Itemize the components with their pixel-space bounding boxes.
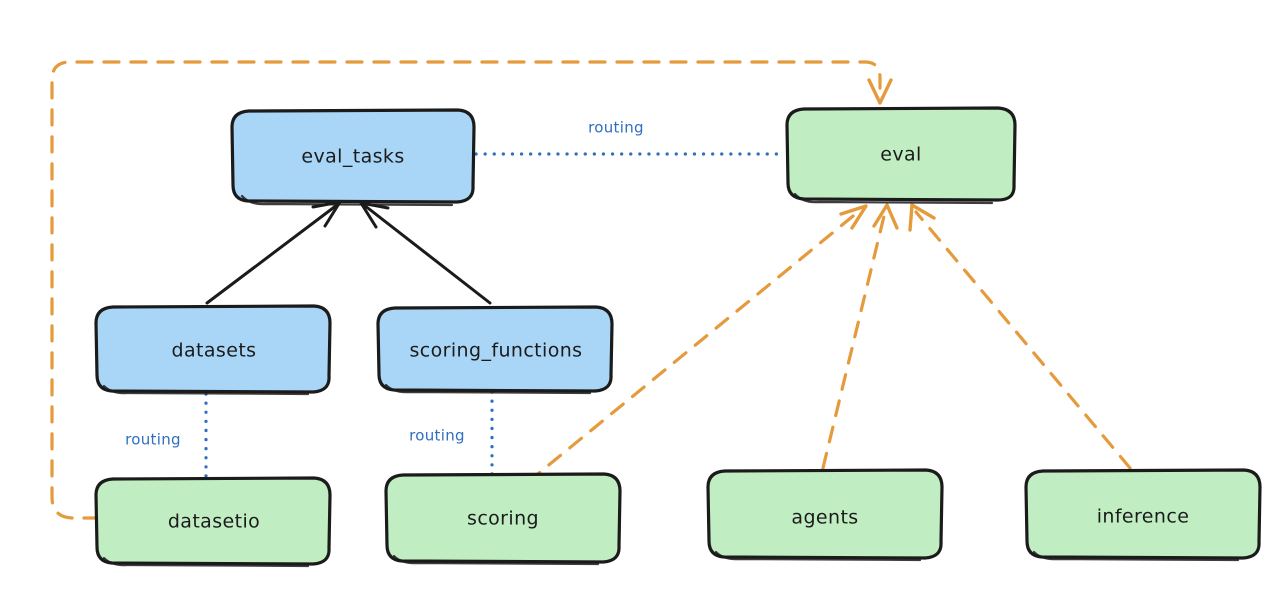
node-label-agents: agents <box>791 507 858 529</box>
node-label-eval-tasks: eval_tasks <box>301 146 404 168</box>
edge-scoring_functions-eval_tasks <box>359 201 492 305</box>
node-inference[interactable]: inference <box>1024 468 1262 562</box>
edge-agents-eval <box>821 203 899 470</box>
edge-scoring_functions-scoring: routing <box>409 390 494 478</box>
node-label-eval: eval <box>880 144 921 166</box>
node-scoring[interactable]: scoring <box>384 472 622 566</box>
edge-datasetio-eval <box>50 60 893 520</box>
edge-scoring-eval <box>526 204 868 484</box>
node-datasets[interactable]: datasets <box>94 304 332 396</box>
edge-inference-eval <box>908 203 1132 470</box>
edge-label-routing-2: routing <box>125 431 181 449</box>
edge-eval_tasks-eval: routing <box>474 119 786 156</box>
edge-datasets-datasetio: routing <box>125 392 208 480</box>
node-eval-tasks[interactable]: eval_tasks <box>230 108 476 207</box>
node-datasetio[interactable]: datasetio <box>94 476 332 568</box>
node-eval[interactable]: eval <box>785 106 1017 205</box>
node-label-scoring: scoring <box>467 508 539 530</box>
node-agents[interactable]: agents <box>706 468 944 562</box>
edge-label-routing-1: routing <box>588 119 644 137</box>
node-label-datasetio: datasetio <box>168 511 260 533</box>
edge-datasets-eval_tasks <box>205 200 342 305</box>
node-label-datasets: datasets <box>172 340 257 362</box>
node-label-inference: inference <box>1097 506 1190 528</box>
node-label-scoring-functions: scoring_functions <box>410 340 583 362</box>
edge-label-routing-3: routing <box>409 427 465 445</box>
node-scoring-functions[interactable]: scoring_functions <box>376 305 614 395</box>
